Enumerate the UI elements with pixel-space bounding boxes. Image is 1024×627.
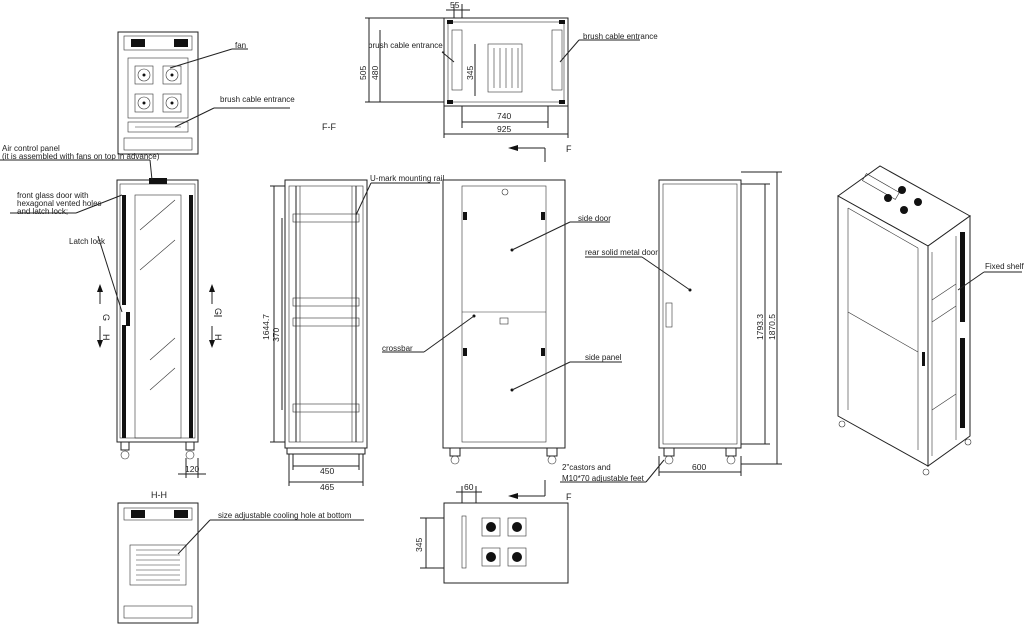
air-control-panel-note: (it is assembled with fans on top in adv… xyxy=(2,152,160,161)
dim-55: 55 xyxy=(450,0,460,10)
brush-cable-entrance-left-label: brush cable entrance xyxy=(368,41,443,50)
dim-370: 370 xyxy=(271,328,281,342)
section-f-top-label: F xyxy=(566,144,572,154)
section-g-right-label: G xyxy=(213,308,223,315)
fixed-shelf-label: Fixed shelf xyxy=(985,262,1024,271)
dim-1793-3: 1793.3 xyxy=(755,314,765,340)
dim-465: 465 xyxy=(320,482,334,492)
dim-120: 120 xyxy=(185,464,199,474)
brush-cable-entrance-top-label: brush cable entrance xyxy=(220,95,295,104)
bottom-f-view xyxy=(420,480,569,584)
rear-view xyxy=(560,171,782,483)
air-control-panel-label: Air control panel xyxy=(2,144,60,153)
cooling-fan-hole-icon xyxy=(481,517,527,567)
front-glass-door-label-line3: and latch lock; xyxy=(17,207,68,216)
section-f-bottom-label: F xyxy=(566,492,572,502)
section-ff-view xyxy=(365,4,640,162)
castors-label-line1: 2"castors and xyxy=(562,463,611,472)
dim-60: 60 xyxy=(464,482,474,492)
rear-solid-metal-door-label: rear solid metal door xyxy=(585,248,658,257)
section-h-right-label: H xyxy=(213,334,223,341)
dim-740: 740 xyxy=(497,111,511,121)
top-view xyxy=(117,31,290,155)
section-ff-label: F-F xyxy=(322,122,336,132)
side-door-label: side door xyxy=(578,214,611,223)
dim-450: 450 xyxy=(320,466,334,476)
dim-600: 600 xyxy=(692,462,706,472)
isometric-view xyxy=(837,165,1022,476)
front-glass-door-label-line1: front glass door with xyxy=(17,191,89,200)
u-mark-mounting-rail-label: U-mark mounting rail xyxy=(370,174,444,183)
fan-icon xyxy=(134,65,182,113)
dim-1870-5: 1870.5 xyxy=(767,314,777,340)
fan-label: fan xyxy=(235,41,246,50)
cooling-hole-label: size adjustable cooling hole at bottom xyxy=(218,511,352,520)
latch-lock-label: Latch lock xyxy=(69,237,106,246)
side-panel-label: side panel xyxy=(585,353,622,362)
dim-925: 925 xyxy=(497,124,511,134)
front-view xyxy=(0,159,222,478)
section-h-left-label: H xyxy=(101,334,111,341)
dim-480: 480 xyxy=(370,66,380,80)
dim-505: 505 xyxy=(358,66,368,80)
dim-345-top: 345 xyxy=(465,66,475,80)
side-view xyxy=(382,179,622,465)
bottom-hh-view xyxy=(117,502,364,624)
section-g-left-label: G xyxy=(101,314,111,321)
frame-view xyxy=(270,179,440,486)
brush-cable-entrance-right-label: brush cable entrance xyxy=(583,32,658,41)
section-hh-label: H-H xyxy=(151,490,167,500)
crossbar-label: crossbar xyxy=(382,344,413,353)
fan-icon xyxy=(884,186,922,214)
front-glass-door-label-line2: hexagonal vented holes xyxy=(17,199,102,208)
dim-345-bottom: 345 xyxy=(414,538,424,552)
castors-label-line2: M10*70 adjustable feet xyxy=(562,474,645,483)
dim-1644-7: 1644.7 xyxy=(261,314,271,340)
